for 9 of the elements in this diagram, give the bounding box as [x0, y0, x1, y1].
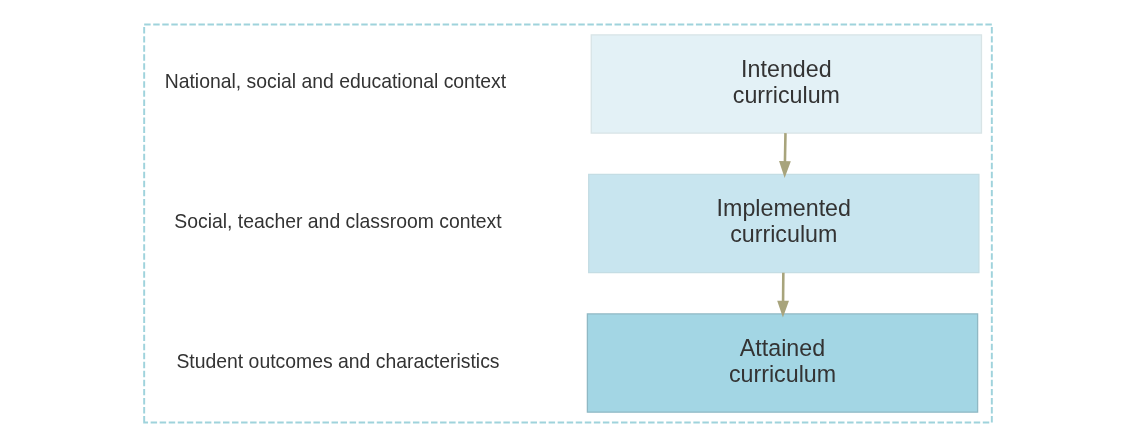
label: Social, teacher and classroom context	[173, 209, 502, 232]
label: National, social and educational context	[164, 69, 506, 92]
node-box: Intended curriculum	[590, 33, 982, 134]
arrow	[778, 132, 791, 178]
node-box: Attained curriculum	[586, 312, 978, 413]
node-box: Implemented curriculum	[587, 173, 980, 273]
arrow	[776, 272, 789, 318]
label: Student outcomes and characteristics	[175, 349, 500, 372]
cluster	[142, 23, 993, 423]
